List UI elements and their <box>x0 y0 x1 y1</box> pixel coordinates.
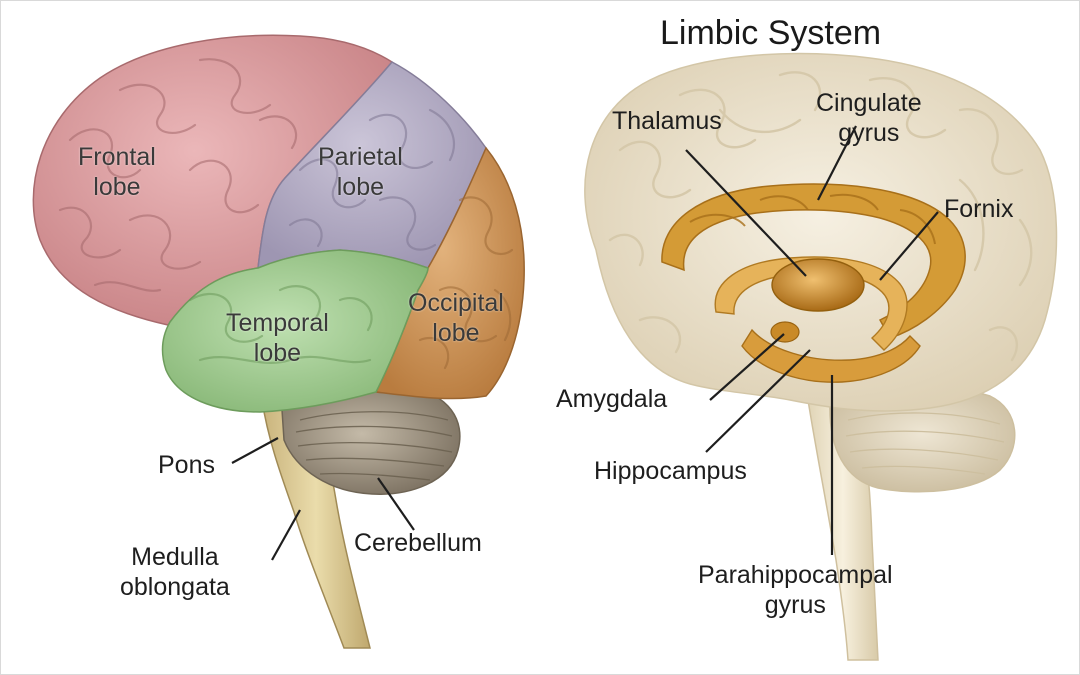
right-cerebrum <box>584 52 1058 412</box>
cingulate-gyrus-label: Cingulate gyrus <box>816 89 922 147</box>
cerebellum-callout-line <box>377 477 415 531</box>
thalamus-label: Thalamus <box>612 107 722 135</box>
amygdala-callout-line <box>709 333 785 401</box>
medulla-oblongata-label: Medulla oblongata <box>120 543 230 601</box>
medulla-callout-line <box>271 509 301 561</box>
parietal-lobe-label: Parietal lobe <box>318 143 403 201</box>
fornix-callout-line <box>879 211 939 281</box>
amygdala <box>770 321 800 343</box>
limbic-system-title: Limbic System <box>660 14 882 52</box>
hippocampus-label: Hippocampus <box>594 457 747 485</box>
hippocampus-callout-line <box>705 349 811 453</box>
hippocampus <box>741 328 921 383</box>
right-brain <box>584 52 1058 661</box>
pons-label: Pons <box>158 451 215 479</box>
frontal-lobe-label: Frontal lobe <box>78 143 156 201</box>
occipital-lobe-label: Occipital lobe <box>408 289 504 347</box>
left-brain <box>32 34 525 649</box>
cerebellum-label: Cerebellum <box>354 529 482 557</box>
pons-callout-line <box>231 437 279 464</box>
fornix-label: Fornix <box>944 195 1014 223</box>
thalamus-callout-line <box>685 149 807 277</box>
temporal-lobe-label: Temporal lobe <box>226 309 329 367</box>
amygdala-label: Amygdala <box>556 385 668 413</box>
temporal-lobe <box>161 249 429 413</box>
thalamus <box>771 258 865 312</box>
cingulate-callout-line <box>817 125 857 201</box>
parahippocampal-gyrus-label: Parahippocampal gyrus <box>698 561 893 619</box>
